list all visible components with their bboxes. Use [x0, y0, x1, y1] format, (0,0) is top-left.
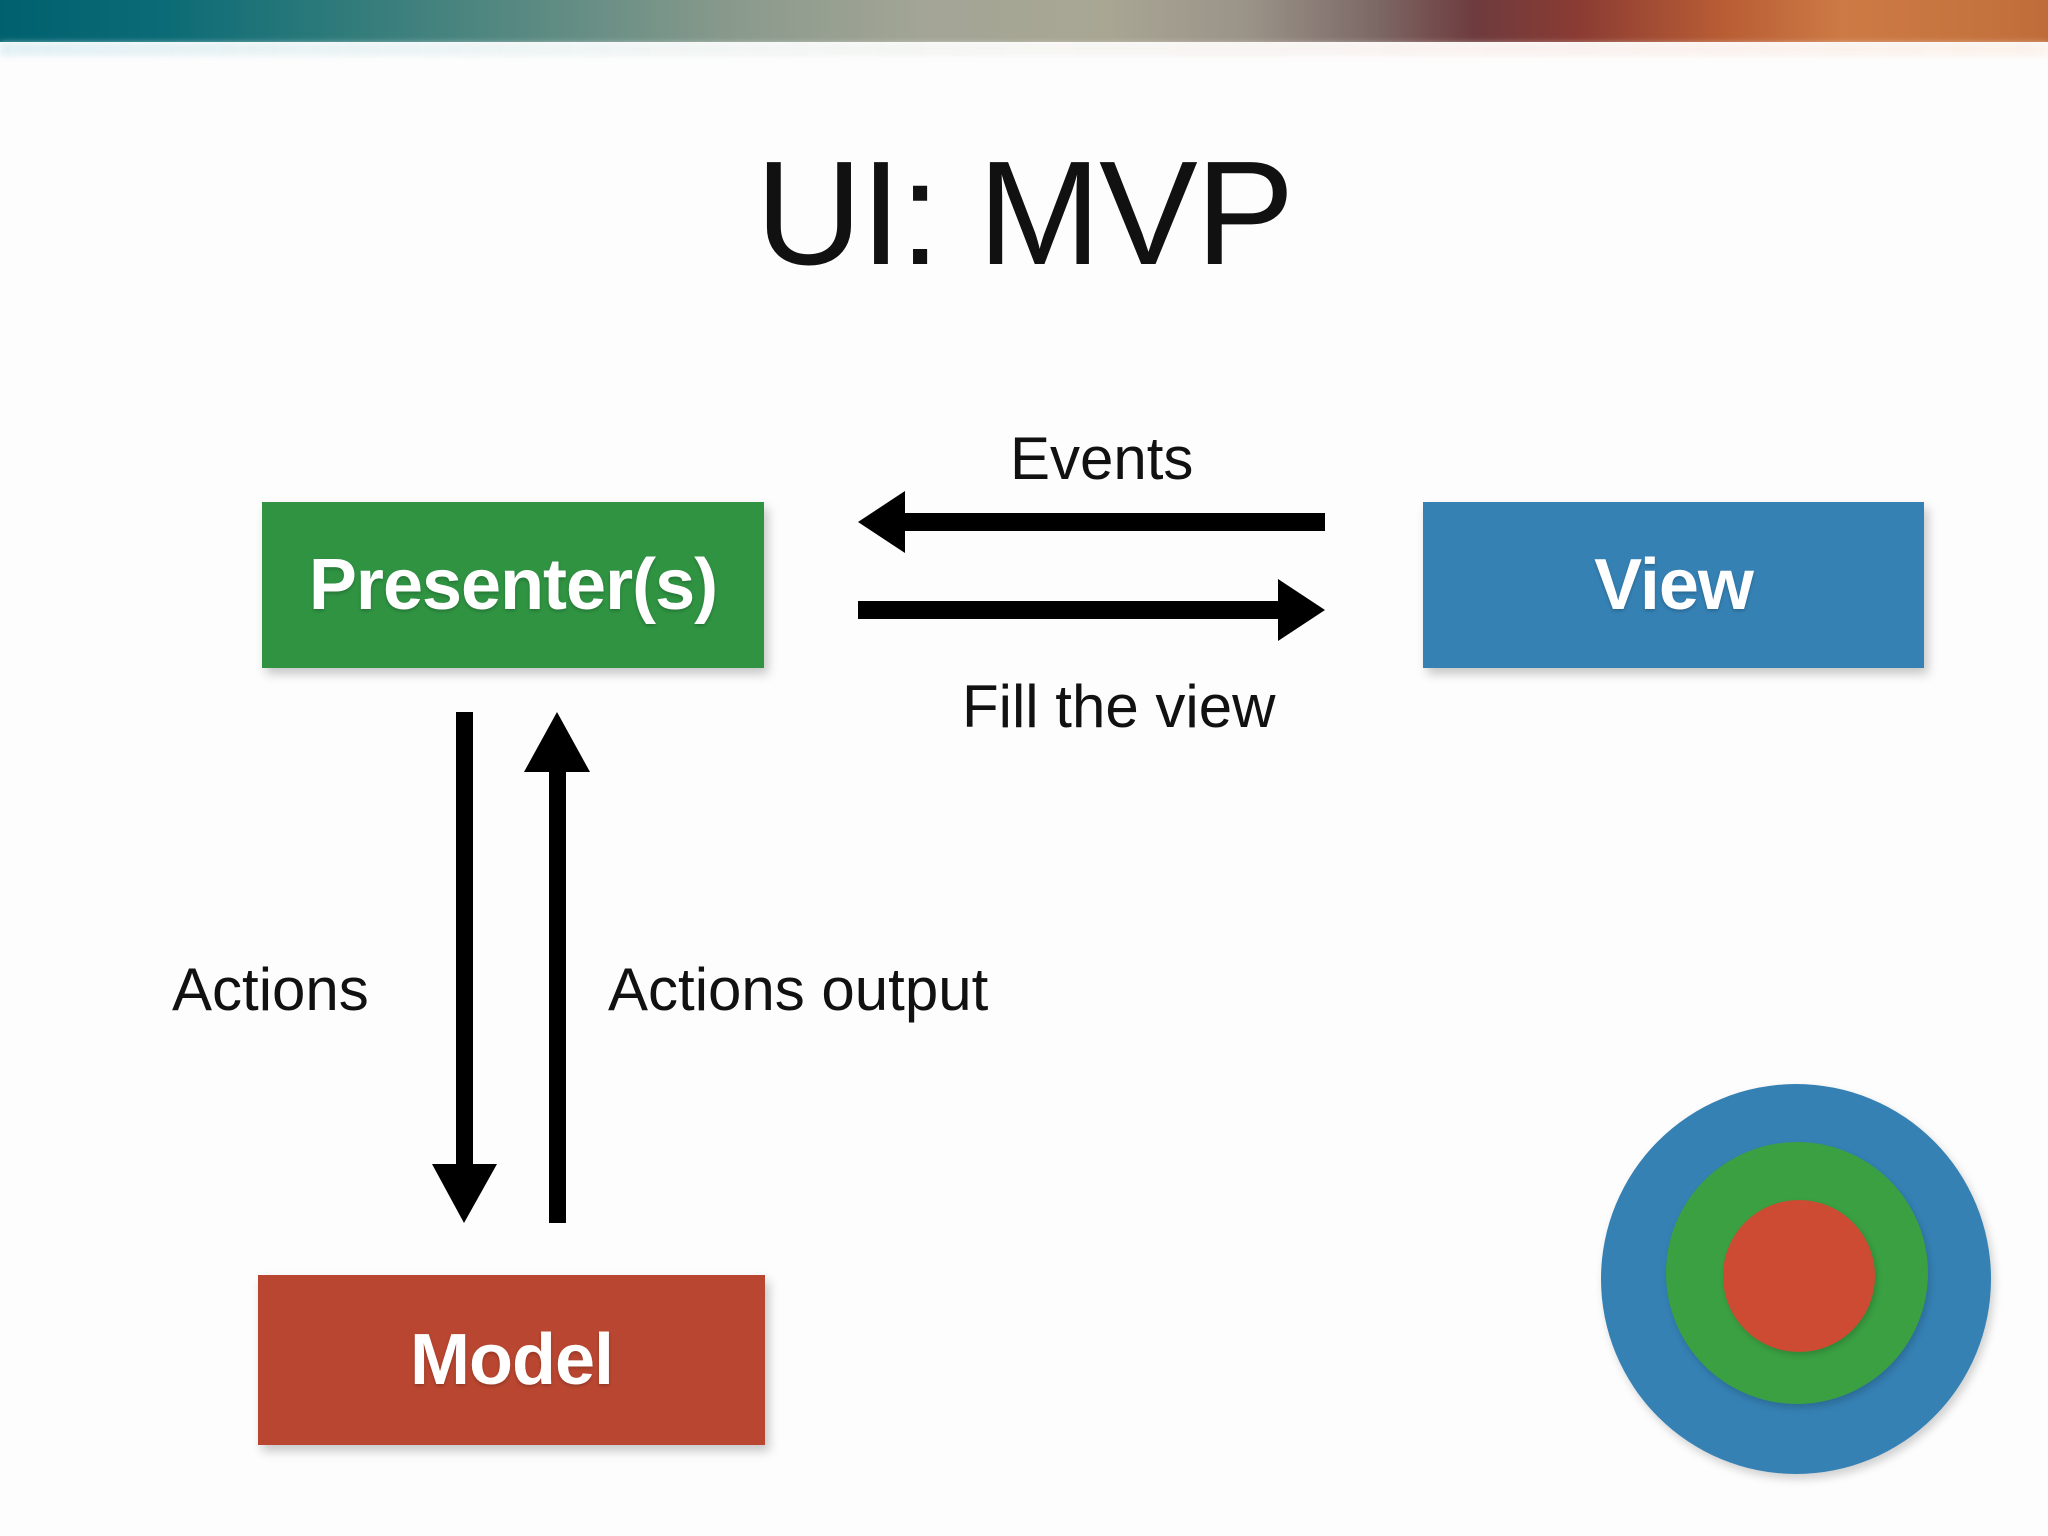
edge-label-actions: Actions	[172, 956, 369, 1023]
arrow-actions	[432, 712, 497, 1223]
node-presenter[interactable]: Presenter(s)	[262, 502, 764, 668]
top-gradient-banner	[0, 0, 2048, 42]
edge-label-actions-output: Actions output	[608, 956, 989, 1023]
banner-fade-strip	[0, 42, 2048, 56]
concentric-circles-logo	[1601, 1084, 1991, 1474]
arrow-actions-output	[524, 712, 590, 1223]
edge-label-events: Events	[1010, 425, 1194, 492]
inner-ring-icon	[1723, 1200, 1875, 1352]
node-model[interactable]: Model	[258, 1275, 765, 1445]
edge-label-fill-the-view: Fill the view	[962, 673, 1276, 740]
node-view[interactable]: View	[1423, 502, 1924, 668]
arrow-events	[858, 491, 1325, 553]
arrow-fill-the-view	[858, 579, 1325, 641]
page-title: UI: MVP	[755, 131, 1295, 296]
